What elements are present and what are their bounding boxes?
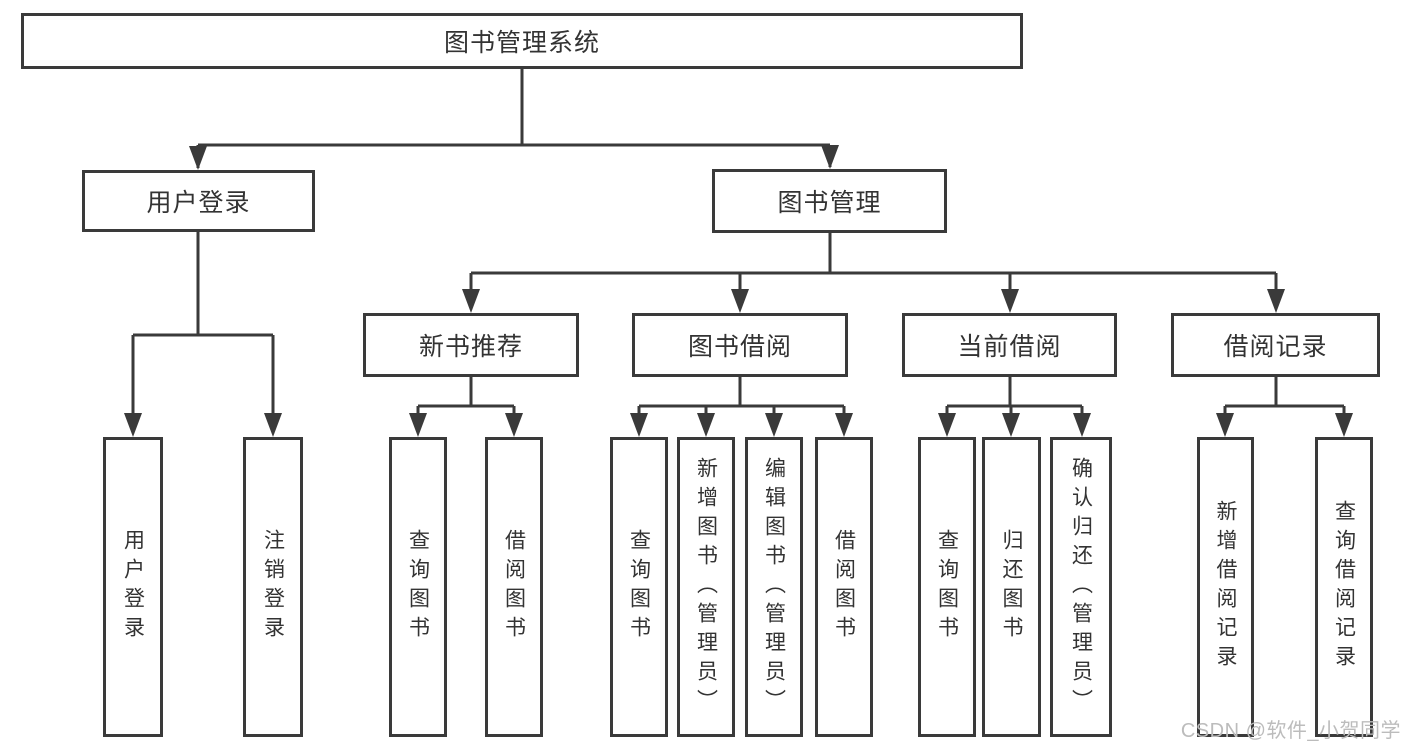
leaf-query-books-borrowing-label: 查询图书 xyxy=(627,529,651,645)
leaf-query-borrow-record-label: 查询借阅记录 xyxy=(1332,500,1356,674)
leaf-confirm-return-admin: 确认归还（管理员） xyxy=(1050,437,1112,737)
leaf-query-borrow-record: 查询借阅记录 xyxy=(1315,437,1373,737)
leaf-logout-label: 注销登录 xyxy=(261,529,285,645)
leaf-return-book: 归还图书 xyxy=(982,437,1041,737)
leaf-add-book-admin-label: 新增图书（管理员） xyxy=(694,456,718,718)
leaf-query-books-recommend: 查询图书 xyxy=(389,437,447,737)
leaf-add-borrow-record-label: 新增借阅记录 xyxy=(1214,500,1238,674)
leaf-query-books-recommend-label: 查询图书 xyxy=(406,529,430,645)
leaf-edit-book-admin: 编辑图书（管理员） xyxy=(745,437,803,737)
node-current-borrowing: 当前借阅 xyxy=(902,313,1117,377)
leaf-return-book-label: 归还图书 xyxy=(1000,529,1024,645)
leaf-edit-book-admin-label: 编辑图书（管理员） xyxy=(762,456,786,718)
node-library-management-system: 图书管理系统 xyxy=(21,13,1023,69)
leaf-query-books-current-label: 查询图书 xyxy=(935,529,959,645)
leaf-borrow-books-borrowing: 借阅图书 xyxy=(815,437,873,737)
node-user-login: 用户登录 xyxy=(82,170,315,232)
node-borrowing-records: 借阅记录 xyxy=(1171,313,1380,377)
node-book-borrowing: 图书借阅 xyxy=(632,313,848,377)
leaf-user-login: 用户登录 xyxy=(103,437,163,737)
node-book-management: 图书管理 xyxy=(712,169,947,233)
leaf-add-borrow-record: 新增借阅记录 xyxy=(1197,437,1254,737)
tree-edges xyxy=(131,69,1346,433)
leaf-query-books-current: 查询图书 xyxy=(918,437,976,737)
leaf-logout: 注销登录 xyxy=(243,437,303,737)
leaf-query-books-borrowing: 查询图书 xyxy=(610,437,668,737)
leaf-borrow-books-recommend-label: 借阅图书 xyxy=(502,529,526,645)
leaf-user-login-label: 用户登录 xyxy=(121,529,145,645)
leaf-confirm-return-admin-label: 确认归还（管理员） xyxy=(1069,456,1093,718)
leaf-borrow-books-borrowing-label: 借阅图书 xyxy=(832,529,856,645)
leaf-borrow-books-recommend: 借阅图书 xyxy=(485,437,543,737)
csdn-watermark: CSDN @软件_小贺同学 xyxy=(1180,720,1401,742)
node-new-book-recommend: 新书推荐 xyxy=(363,313,579,377)
leaf-add-book-admin: 新增图书（管理员） xyxy=(677,437,735,737)
